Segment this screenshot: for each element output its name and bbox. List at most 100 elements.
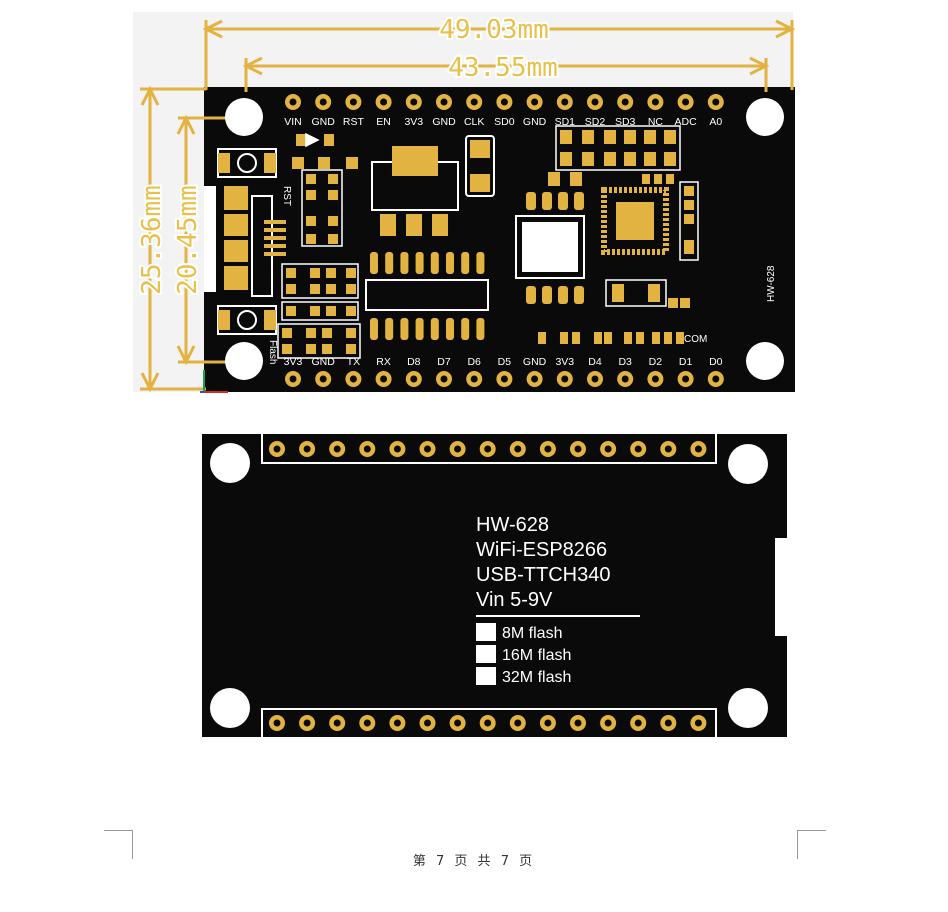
top-pin-pad-hole xyxy=(682,98,690,106)
pin-label: 3V3 xyxy=(404,116,423,128)
top-pin-pad-hole xyxy=(410,98,418,106)
back-bottom-pin-pad-hole xyxy=(514,719,522,727)
back-bottom-pin-pad-hole xyxy=(424,719,431,727)
flash-components xyxy=(548,130,694,308)
back-bottom-pin-pad-hole xyxy=(664,719,672,727)
top-pin-pad-hole xyxy=(500,98,508,106)
mounting-holes xyxy=(225,98,784,380)
pin-label: SD0 xyxy=(494,116,515,128)
bottom-pin-pad-hole xyxy=(621,375,629,383)
pin-label: TX xyxy=(347,356,360,368)
rst-label: RST xyxy=(281,186,292,206)
top-pin-pad-hole xyxy=(531,98,539,106)
back-top-pin-pad-hole xyxy=(424,445,431,453)
pin-label: D5 xyxy=(498,356,512,368)
component-outlines xyxy=(555,125,699,307)
pin-label: 3V3 xyxy=(555,356,574,368)
pin-label: GND xyxy=(312,356,336,368)
back-model: HW-628 xyxy=(476,514,549,536)
back-top-pin-pad-hole xyxy=(604,445,612,453)
back-top-pin-pad-hole xyxy=(694,445,702,453)
ch340-pin xyxy=(385,318,394,340)
pin-label: RX xyxy=(376,356,391,368)
pin-label: EN xyxy=(376,116,391,128)
pin-label: D3 xyxy=(618,356,632,368)
top-pin-pad-hole xyxy=(561,98,569,106)
pin-label: D2 xyxy=(649,356,663,368)
top-pin-pad-hole xyxy=(440,98,448,106)
bottom-pin-pad-hole xyxy=(561,375,569,383)
pin-label: D1 xyxy=(679,356,693,368)
back-top-pin-pad-hole xyxy=(664,445,672,453)
pcb-back-drawing: HW-628 WiFi-ESP8266 USB-TTCH340 Vin 5-9V… xyxy=(202,434,787,737)
ch340-pin xyxy=(461,318,470,340)
back-wifi: WiFi-ESP8266 xyxy=(476,539,607,561)
esp8266-chip xyxy=(601,187,669,255)
model-label: HW-628 xyxy=(766,265,777,302)
pin-label: D0 xyxy=(709,356,723,368)
capacitor xyxy=(465,135,495,197)
ch340-pin xyxy=(461,252,470,274)
pin-label: VIN xyxy=(284,116,302,128)
passive-components xyxy=(282,134,358,354)
back-top-pin-pad-hole xyxy=(273,445,281,453)
com-label: COM xyxy=(684,334,707,345)
back-bottom-pin-pad-hole xyxy=(393,719,401,727)
silkscreen-outlines xyxy=(277,132,361,359)
back-top-pin-pad-hole xyxy=(454,445,462,453)
top-pin-pad-hole xyxy=(712,98,720,106)
pin-label: GND xyxy=(523,116,547,128)
crystal xyxy=(515,192,585,304)
page-footer: 第 7 页 共 7 页 xyxy=(412,854,536,869)
ch340-pin xyxy=(415,318,424,340)
top-pin-pad-hole xyxy=(621,98,629,106)
bottom-pin-pad-hole xyxy=(531,375,539,383)
usb-cutout xyxy=(775,538,787,636)
back-top-pin-pad-hole xyxy=(634,445,642,453)
back-bottom-pin-pad-hole xyxy=(333,719,341,727)
back-bottom-pin-pad-hole xyxy=(694,719,702,727)
back-bottom-pin-pad-hole xyxy=(604,719,612,727)
dimension-width-outer: 49.03mm xyxy=(439,15,549,45)
bottom-pin-pad-hole xyxy=(591,375,599,383)
pin-label: GND xyxy=(432,116,456,128)
flash-button xyxy=(217,305,277,335)
pin-label: D4 xyxy=(588,356,602,368)
pcb-back-board xyxy=(202,434,787,737)
dimension-lines xyxy=(140,19,796,393)
top-pin-pad-hole xyxy=(470,98,478,106)
bottom-pin-pad-hole xyxy=(289,375,297,383)
back-bottom-pin-pad-hole xyxy=(273,719,281,727)
ch340-pin xyxy=(400,318,409,340)
back-bottom-pin-pad-hole xyxy=(634,719,642,727)
flash-label: Flash xyxy=(267,340,278,364)
back-top-pin-pad-hole xyxy=(514,445,522,453)
flash-option-16m: 16M flash xyxy=(502,647,571,664)
bottom-pin-pad-hole xyxy=(440,375,448,383)
back-mounting-holes xyxy=(210,443,768,728)
ch340-pin xyxy=(400,252,409,274)
corner-mark-right xyxy=(797,830,826,859)
flash-option-boxes xyxy=(476,623,496,685)
bottom-pin-pad-hole xyxy=(319,375,327,383)
top-pin-pad-hole xyxy=(380,98,388,106)
dimension-height-outer: 25.36mm xyxy=(137,185,167,295)
bottom-header-pads xyxy=(285,371,724,387)
bottom-pin-pad-hole xyxy=(651,375,659,383)
top-pin-pad-hole xyxy=(591,98,599,106)
pin-label: SD1 xyxy=(555,116,576,128)
usb-connector xyxy=(204,186,286,297)
back-top-header-pads xyxy=(269,441,707,457)
back-top-pin-pad-hole xyxy=(303,445,311,453)
ch340-pin xyxy=(415,252,424,274)
back-top-pin-pad-hole xyxy=(484,445,492,453)
axis-marker xyxy=(200,370,228,393)
dimension-height-inner: 20.45mm xyxy=(173,185,203,295)
pin-label: RST xyxy=(343,116,365,128)
ch340-pin xyxy=(370,252,378,274)
pin-label: ADC xyxy=(675,116,698,128)
back-bottom-pin-pad-hole xyxy=(574,719,582,727)
pin-label: GND xyxy=(523,356,547,368)
